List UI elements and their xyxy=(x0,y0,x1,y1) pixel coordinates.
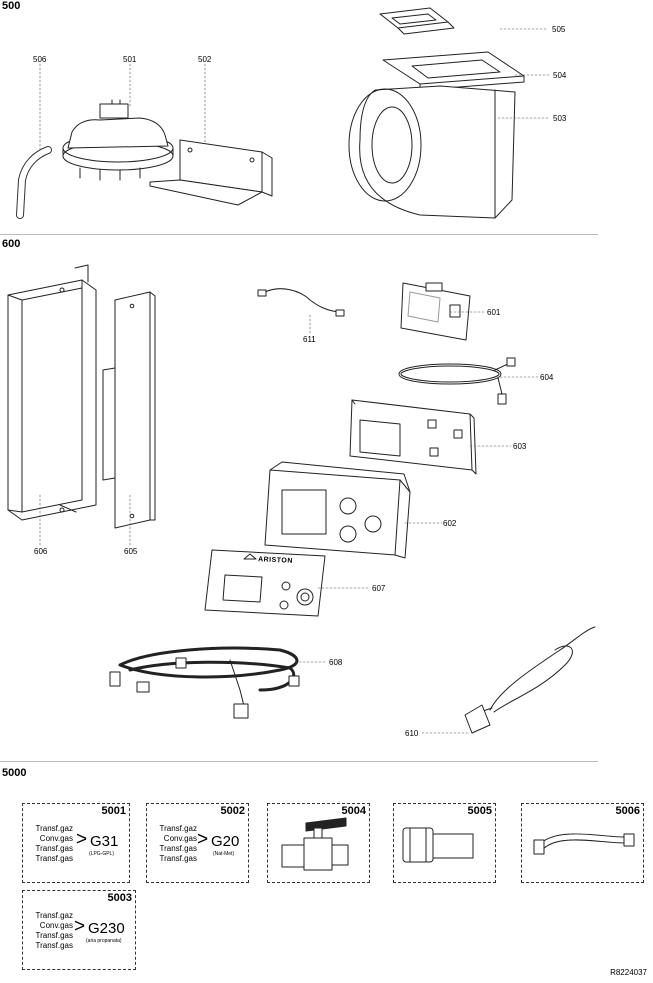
gas-conversion-lines: Transf.gaz Conv.gas Transf.gas Transf.ga… xyxy=(27,824,74,864)
kit-5001-box: 5001 Transf.gaz Conv.gas Transf.gas Tran… xyxy=(22,803,130,883)
kit-5005-fitting-drawing xyxy=(402,827,474,863)
part-506-hose xyxy=(16,146,52,219)
kit-line: Transf.gas xyxy=(35,941,74,950)
label-501: 501 xyxy=(123,55,137,64)
label-505: 505 xyxy=(552,25,566,34)
greater-than-symbol: > xyxy=(76,829,88,850)
kit-5005-box: 5005 xyxy=(393,803,496,883)
part-602-control-box xyxy=(264,461,411,559)
leader-lines-600 xyxy=(39,311,539,734)
label-601: 601 xyxy=(487,308,501,317)
label-603: 603 xyxy=(513,442,527,451)
kit-code: 5001 xyxy=(101,805,126,817)
kit-5003-box: 5003 Transf.gaz Conv.gas Transf.gas Tran… xyxy=(22,890,136,970)
kit-code: 5004 xyxy=(341,805,366,817)
label-608: 608 xyxy=(329,658,343,667)
section-5000-header: 5000 xyxy=(2,767,27,779)
part-601-circuit-board xyxy=(400,282,471,341)
kit-code: 5002 xyxy=(220,805,245,817)
section-divider xyxy=(0,234,598,235)
kit-line: Transf.gaz xyxy=(159,824,198,833)
label-604: 604 xyxy=(540,373,554,382)
section-divider xyxy=(0,761,598,762)
label-504: 504 xyxy=(553,71,567,80)
gas-subtitle: (LPG-GPL) xyxy=(89,851,115,857)
label-502: 502 xyxy=(198,55,212,64)
part-610-power-cord xyxy=(464,626,596,734)
kit-code: 5005 xyxy=(467,805,492,817)
part-607-front-panel xyxy=(204,549,326,617)
kit-5006-flexible-hose-drawing xyxy=(533,833,635,855)
kit-5004-gas-valve-drawing xyxy=(281,817,349,871)
part-603-transformer-board xyxy=(349,399,477,475)
gas-type: G230 xyxy=(88,920,125,937)
label-503: 503 xyxy=(553,114,567,123)
label-602: 602 xyxy=(443,519,457,528)
label-506: 506 xyxy=(33,55,47,64)
gas-type: G20 xyxy=(211,833,240,850)
part-608-cable-harness xyxy=(109,646,300,719)
kit-code: 5006 xyxy=(615,805,640,817)
part-504-flange xyxy=(382,51,525,91)
kit-line: Conv.gas xyxy=(163,834,197,843)
kit-line: Transf.gas xyxy=(159,854,198,863)
kit-line: Transf.gaz xyxy=(35,911,74,920)
kit-line: Transf.gas xyxy=(35,854,74,863)
kit-line: Transf.gaz xyxy=(35,824,74,833)
part-502-bracket xyxy=(149,139,273,206)
leader-lines-500 xyxy=(39,28,551,153)
label-607: 607 xyxy=(372,584,386,593)
kit-line: Transf.gas xyxy=(35,844,74,853)
label-610: 610 xyxy=(405,729,419,738)
kit-code: 5003 xyxy=(107,892,132,904)
gas-type: G31 xyxy=(90,833,119,850)
kit-line: Transf.gas xyxy=(159,844,198,853)
gas-subtitle: (aria propanata) xyxy=(86,938,122,944)
gas-conversion-lines: Transf.gaz Conv.gas Transf.gas Transf.ga… xyxy=(27,911,74,951)
kit-line: Transf.gas xyxy=(35,931,74,940)
part-611-wire xyxy=(257,288,345,317)
kit-5006-box: 5006 xyxy=(521,803,644,883)
section-600-header: 600 xyxy=(2,238,21,250)
part-501-pressure-switch xyxy=(62,99,174,181)
greater-than-symbol: > xyxy=(197,829,209,850)
part-605-panel xyxy=(102,291,156,529)
kit-line: Conv.gas xyxy=(39,921,73,930)
part-505-cover xyxy=(379,7,455,35)
kit-line: Conv.gas xyxy=(39,834,73,843)
part-606-side-frame xyxy=(7,264,97,521)
part-604-cable-harness xyxy=(398,357,516,405)
drawing-reference: R8224037 xyxy=(610,968,647,977)
gas-conversion-lines: Transf.gaz Conv.gas Transf.gas Transf.ga… xyxy=(151,824,198,864)
part-503-fan xyxy=(348,85,516,219)
label-611: 611 xyxy=(303,335,316,344)
greater-than-symbol: > xyxy=(74,916,86,937)
gas-subtitle: (Nat-Met) xyxy=(213,851,235,857)
kit-5002-box: 5002 Transf.gaz Conv.gas Transf.gas Tran… xyxy=(146,803,249,883)
kit-5004-box: 5004 xyxy=(267,803,370,883)
label-605: 605 xyxy=(124,547,138,556)
section-500-header: 500 xyxy=(2,0,21,12)
label-606: 606 xyxy=(34,547,48,556)
